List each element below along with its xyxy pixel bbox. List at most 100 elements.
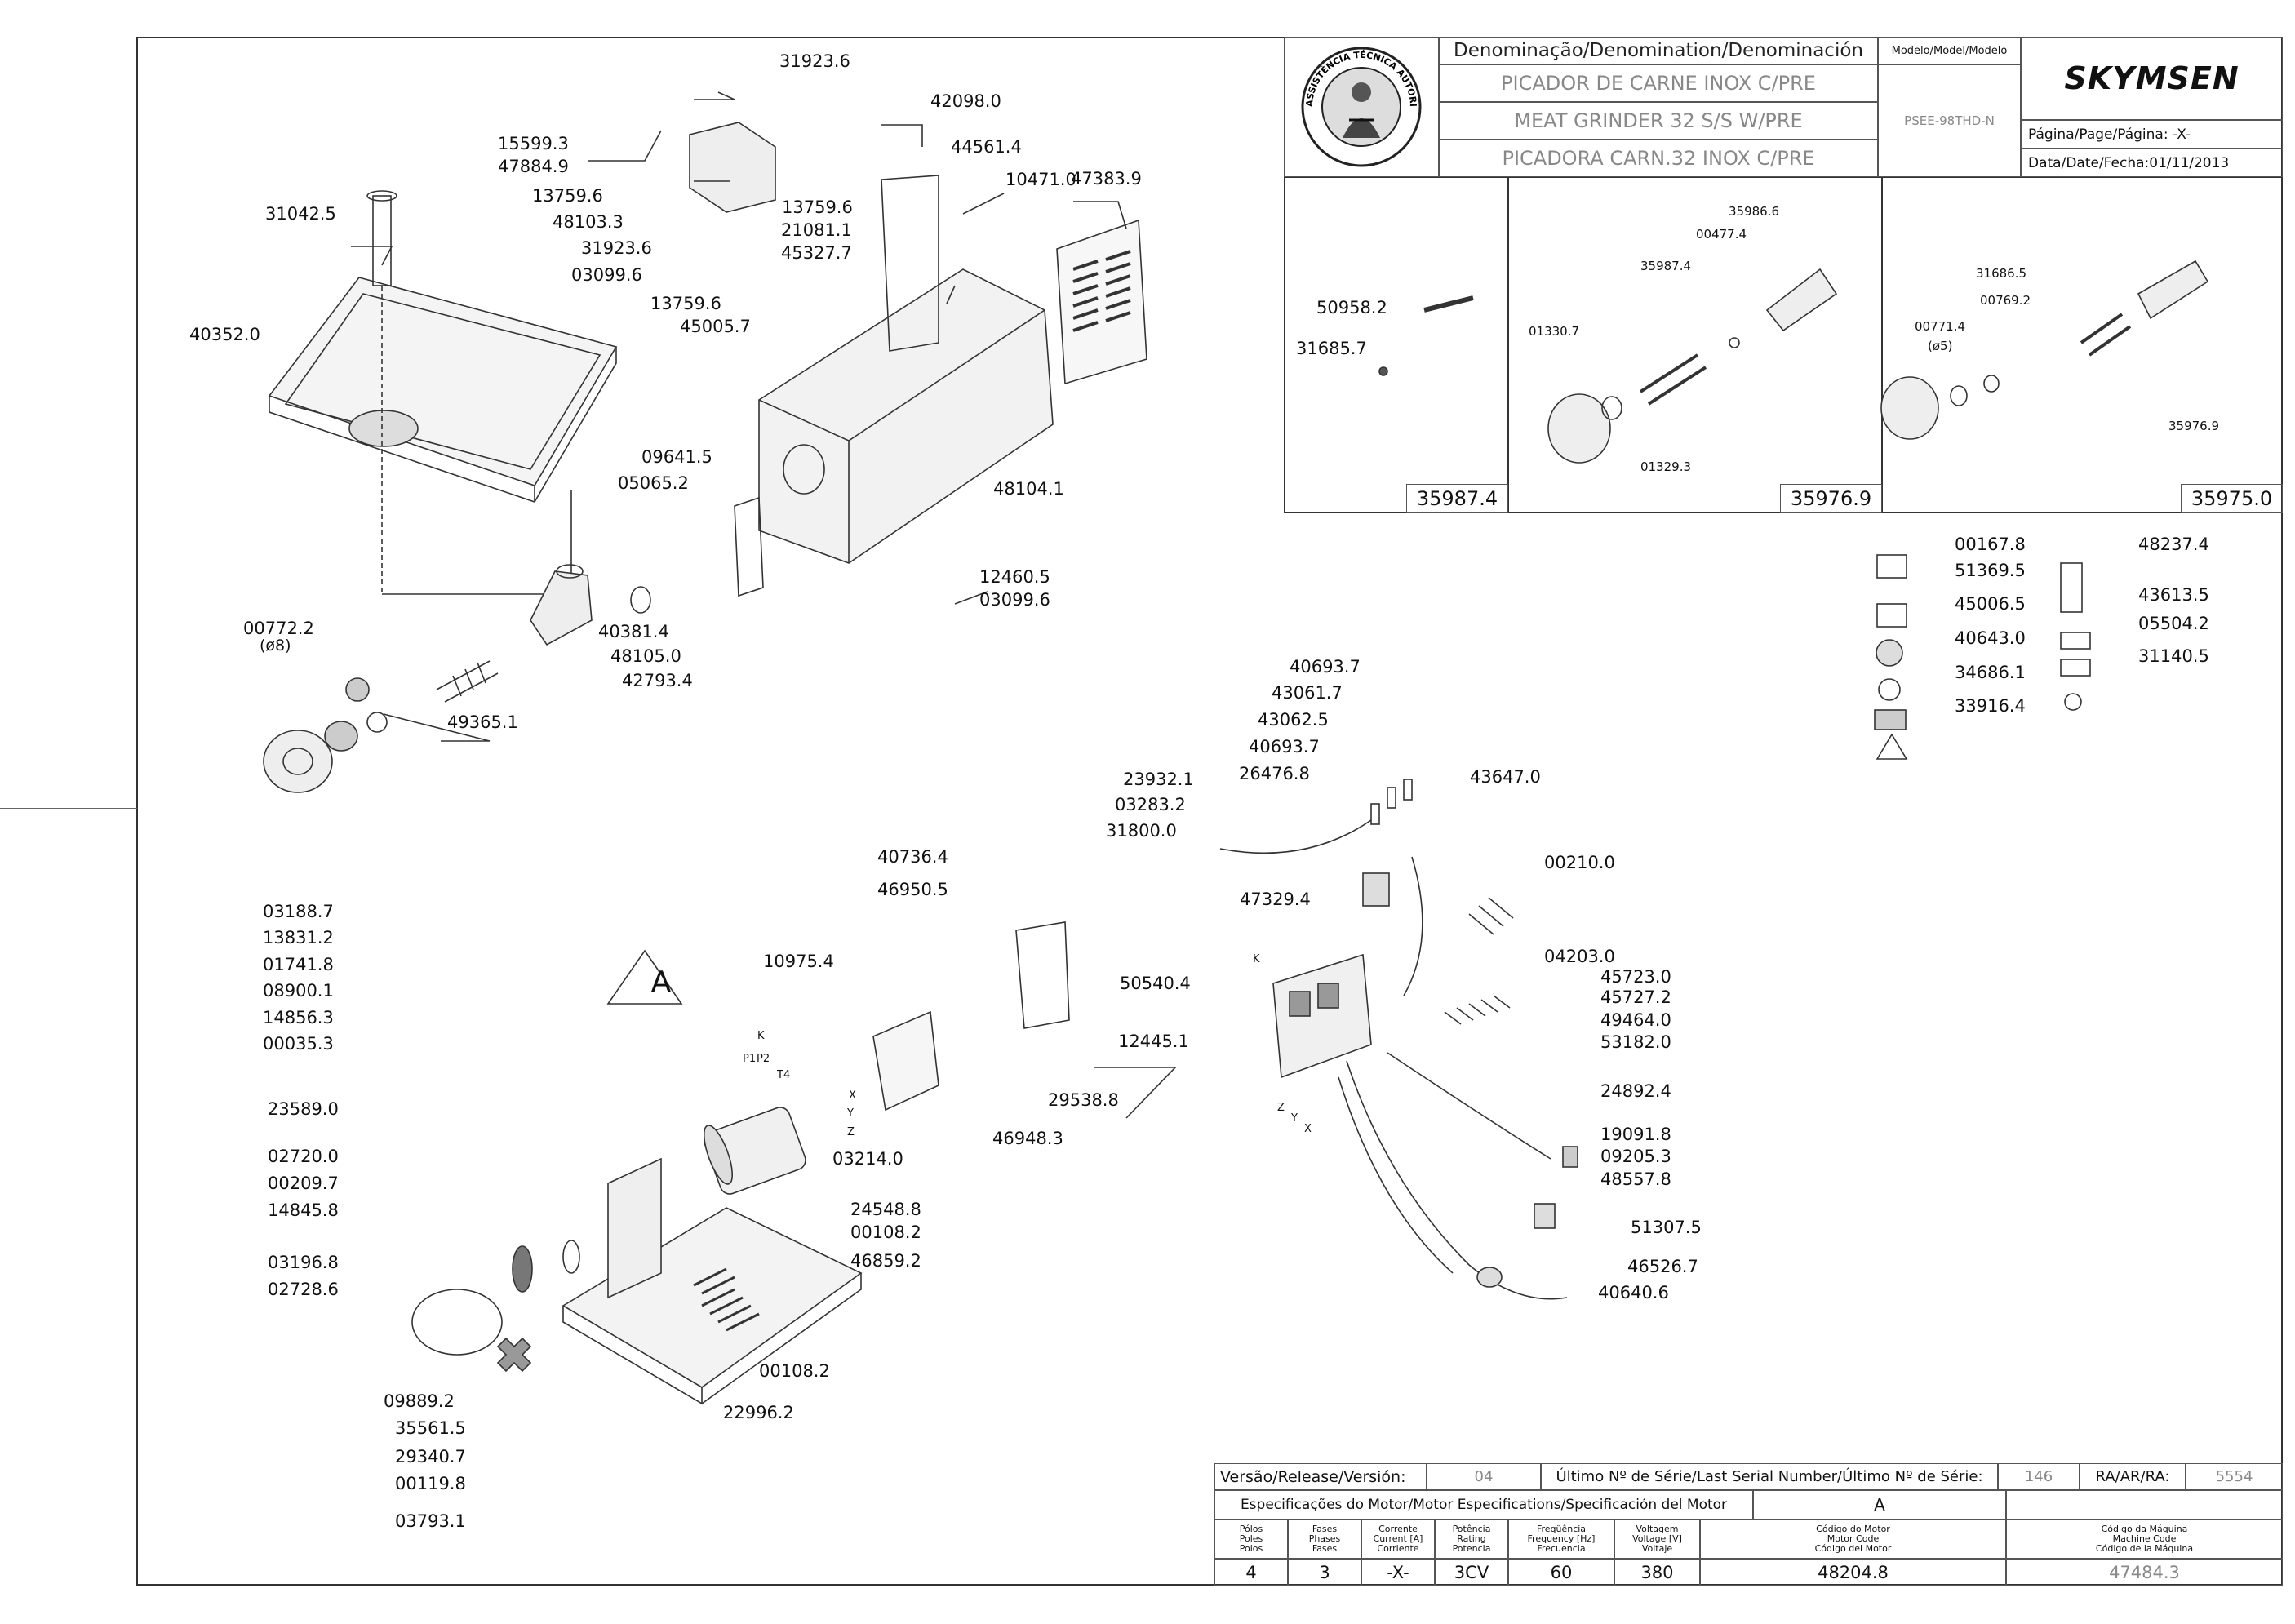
part-number-label: 45006.5: [1955, 594, 2026, 614]
part-number-label: 51369.5: [1955, 561, 2026, 580]
warning-marker: A: [651, 965, 672, 999]
motor-wiring-mark: P1: [743, 1053, 757, 1065]
spec-header-line: Potência: [1452, 1524, 1491, 1534]
part-number-label: 03188.7: [263, 902, 334, 921]
product-name-en: MEAT GRINDER 32 S/S W/PRE: [1439, 102, 1878, 140]
part-number-label: 00772.2: [243, 619, 314, 638]
denomination-header: Denominação/Denomination/Denominación: [1439, 37, 1878, 64]
kit-code-1: 35987.4: [1406, 484, 1508, 513]
part-number-label: 09641.5: [641, 447, 712, 467]
spec-header-line: Potencia: [1452, 1543, 1491, 1554]
part-number-label: 45727.2: [1600, 987, 1671, 1007]
part-number-label: 34686.1: [1955, 663, 2026, 682]
page-label: Página/Page/Página:: [2028, 126, 2168, 143]
model-code: PSEE-98THD-N: [1878, 64, 2021, 177]
part-number-label: 50540.4: [1120, 974, 1191, 993]
panel-wiring-mark: Z: [1277, 1102, 1285, 1114]
part-number-label: 40736.4: [877, 847, 948, 867]
part-number-label: 40693.7: [1249, 737, 1320, 757]
part-number-label: 03214.0: [832, 1149, 903, 1169]
kit-code-3: 35975.0: [2181, 484, 2283, 513]
part-number-label: 51307.5: [1631, 1218, 1702, 1237]
part-number-label: 42098.0: [930, 91, 1001, 111]
part-number-label: 44561.4: [951, 137, 1022, 157]
kit-part-label: (ø5): [1928, 339, 1953, 353]
part-number-label: 03099.6: [979, 590, 1050, 610]
spec-header-line: Machine Code: [2112, 1533, 2177, 1544]
part-number-label: 48105.0: [610, 646, 681, 666]
spec-column-value: 380: [1614, 1559, 1700, 1586]
part-number-label: 45327.7: [781, 243, 852, 263]
part-number-label: 35561.5: [395, 1418, 466, 1438]
part-number-label: 05065.2: [618, 473, 689, 493]
part-number-label: 46950.5: [877, 880, 948, 899]
part-number-label: 13759.6: [650, 294, 721, 313]
panel-wiring-mark: X: [1304, 1123, 1312, 1135]
kit-part-label: 00771.4: [1915, 319, 1966, 334]
kit-panel-2: [1508, 177, 1882, 513]
part-number-label: 48237.4: [2138, 535, 2209, 554]
part-number-label: 00108.2: [759, 1361, 830, 1381]
part-number-label: 40381.4: [598, 622, 669, 641]
part-number-label: 40640.6: [1598, 1283, 1669, 1302]
part-number-label: 19091.8: [1600, 1125, 1671, 1144]
motor-wiring-mark: Z: [847, 1126, 855, 1138]
kit-part-label: 00477.4: [1696, 227, 1747, 242]
date-label: Data/Date/Fecha:: [2028, 154, 2150, 171]
part-number-label: 43062.5: [1258, 710, 1329, 730]
part-number-label: 40643.0: [1955, 628, 2026, 648]
spec-column-value: 47484.3: [2006, 1559, 2283, 1586]
kit-part-label: 35986.6: [1729, 204, 1780, 219]
page-value: -X-: [2172, 126, 2191, 143]
part-number-label: 13759.6: [532, 186, 603, 206]
kit-part-label: 31685.7: [1296, 339, 1367, 358]
part-number-label: 43613.5: [2138, 585, 2209, 605]
spec-column-value: -X-: [1361, 1559, 1435, 1586]
column-group-letter: A: [1753, 1490, 2006, 1520]
motor-wiring-mark: K: [757, 1030, 765, 1042]
part-number-label: 03283.2: [1115, 795, 1186, 814]
spec-header-line: Fases: [1312, 1524, 1338, 1534]
part-number-label: 29340.7: [395, 1447, 466, 1466]
version-value: 04: [1427, 1463, 1541, 1490]
part-number-label: 46526.7: [1627, 1257, 1698, 1276]
part-number-label: 24548.8: [850, 1200, 921, 1219]
part-number-label: 33916.4: [1955, 696, 2026, 716]
version-label: Versão/Release/Versión:: [1214, 1463, 1427, 1490]
spec-header-line: Voltagem: [1636, 1524, 1679, 1534]
part-number-label: 00167.8: [1955, 535, 2026, 554]
date-row: Data/Date/Fecha:01/11/2013: [2021, 149, 2283, 177]
spec-header-line: Corriente: [1377, 1543, 1419, 1554]
kit-part-label: 01329.3: [1640, 459, 1692, 474]
spec-header-line: Código de la Máquina: [2095, 1543, 2194, 1554]
spec-header-line: Poles: [1239, 1533, 1263, 1544]
part-number-label: 48104.1: [993, 479, 1064, 499]
part-number-label: 00119.8: [395, 1474, 466, 1493]
part-number-label: 13759.6: [782, 197, 853, 217]
part-number-label: 21081.1: [781, 220, 852, 240]
part-number-label: 43647.0: [1470, 767, 1541, 787]
part-number-label: 09205.3: [1600, 1147, 1671, 1166]
part-number-label: 48103.3: [553, 212, 624, 232]
kit-part-label: 00769.2: [1980, 293, 2031, 308]
brand-text: SKYMSEN: [2064, 60, 2240, 96]
spec-header-line: Freqüência: [1536, 1524, 1587, 1534]
kit-panel-1: [1284, 177, 1508, 513]
spec-column-value: 4: [1214, 1559, 1288, 1586]
spec-header-line: Código do Motor: [1816, 1524, 1890, 1534]
part-number-label: 00108.2: [850, 1222, 921, 1242]
part-number-label: 14856.3: [263, 1008, 334, 1027]
part-number-label: 46948.3: [992, 1129, 1063, 1148]
part-number-label: 00209.7: [268, 1174, 339, 1193]
product-name-pt: PICADOR DE CARNE INOX C/PRE: [1439, 64, 1878, 102]
serial-label: Último Nº de Série/Last Serial Number/Úl…: [1541, 1463, 1998, 1490]
part-number-label: 12460.5: [979, 567, 1050, 587]
ra-label: RA/AR/RA:: [2080, 1463, 2186, 1490]
part-number-label: 00035.3: [263, 1034, 334, 1054]
part-number-label: 29538.8: [1048, 1090, 1119, 1110]
model-header: Modelo/Model/Modelo: [1878, 37, 2021, 64]
